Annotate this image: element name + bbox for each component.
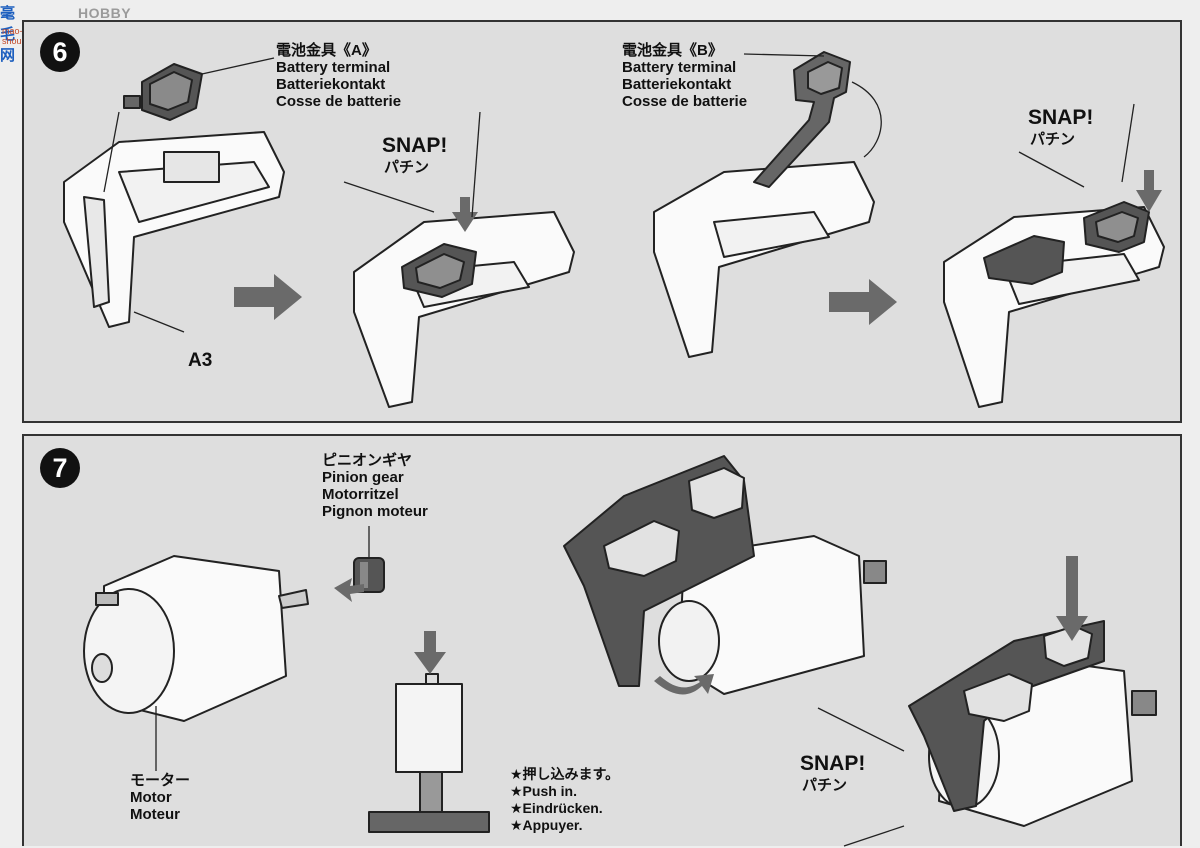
step-7-leader-lines — [155, 526, 905, 847]
step-7-illustration — [83, 455, 1157, 847]
step-6-arrows — [234, 170, 1162, 325]
chassis-step6-third-drawing — [653, 161, 875, 358]
pinion-en: Pinion gear — [322, 469, 404, 486]
push-in-diagram — [368, 673, 490, 833]
step-6-panel: 6 電池金具《A》 Battery terminal Batteriekonta… — [22, 20, 1182, 423]
snap-callout-3: SNAP! パチン — [800, 752, 865, 796]
motor-fr: Moteur — [130, 806, 180, 823]
motor-en: Motor — [130, 789, 172, 806]
motor-drawing — [83, 555, 309, 722]
chassis-step6-second-drawing — [353, 211, 575, 408]
terminal-b-fr: Cosse de batterie — [622, 93, 748, 110]
pinion-gear-label: ピニオンギヤ Pinion gear Motorritzel Pignon mo… — [322, 452, 428, 520]
snap-callout-1: SNAP! パチン — [382, 134, 447, 178]
snap-3-en: SNAP! — [800, 752, 866, 775]
snap-3-ja: パチン — [802, 777, 848, 794]
chassis-motor-assembly-drawing — [563, 455, 887, 695]
chassis-step6-fourth-drawing — [943, 201, 1165, 408]
step-7-panel: 7 ピニオンギヤ Pinion gear Motorritzel Pignon … — [22, 434, 1182, 847]
step-6-leader-lines — [103, 53, 1135, 333]
push-down-arrow — [414, 631, 446, 674]
press-arrow-1 — [452, 197, 478, 232]
push-en: ★Push in. — [510, 783, 577, 799]
battery-terminal-b-drawing — [753, 51, 851, 188]
chassis-a3-drawing — [63, 131, 285, 328]
motor-ja: モーター — [130, 772, 191, 789]
terminal-b-en: Battery terminal — [622, 59, 737, 76]
snap-callout-2: SNAP! パチン — [1028, 106, 1093, 150]
battery-terminal-a-drawing — [123, 63, 203, 121]
terminal-b-ja: 電池金具《B》 — [622, 42, 723, 59]
push-in-note: ★押し込みます。 ★Push in. ★Eindrücken. ★Appuyer… — [510, 766, 619, 834]
next-arrow-1 — [234, 274, 302, 320]
snap-1-ja: パチン — [384, 159, 430, 176]
pinion-ja: ピニオンギヤ — [322, 452, 413, 469]
push-ja: ★押し込みます。 — [510, 766, 620, 782]
step-6-illustration — [63, 51, 1165, 408]
step-7-number-badge: 7 — [40, 448, 80, 488]
terminal-a-fr: Cosse de batterie — [276, 93, 402, 110]
terminal-b-de: Batteriekontakt — [622, 76, 732, 93]
insert-arrow — [334, 578, 364, 602]
pinion-fr: Pignon moteur — [322, 503, 428, 520]
press-arrow-2 — [1136, 170, 1162, 212]
next-arrow-2 — [829, 279, 897, 325]
motor-label: モーター Motor Moteur — [130, 772, 190, 823]
part-label-a3: A3 — [188, 350, 213, 371]
rotate-arrow — [654, 674, 714, 695]
step-7-arrows — [334, 556, 1088, 695]
terminal-a-en: Battery terminal — [276, 59, 391, 76]
snap-1-en: SNAP! — [382, 134, 448, 157]
snap-2-ja: パチン — [1030, 131, 1076, 148]
terminal-a-de: Batteriekontakt — [276, 76, 386, 93]
step-6-number-badge: 6 — [40, 32, 80, 72]
final-assembly-drawing — [908, 620, 1157, 827]
push-de: ★Eindrücken. — [510, 800, 603, 816]
press-down-arrow — [1056, 556, 1088, 641]
push-fr: ★Appuyer. — [510, 817, 583, 833]
snap-2-en: SNAP! — [1028, 106, 1094, 129]
terminal-a-ja: 電池金具《A》 — [276, 42, 377, 59]
battery-terminal-b-label: 電池金具《B》 Battery terminal Batteriekontakt… — [622, 42, 747, 110]
pinion-de: Motorritzel — [322, 486, 399, 503]
watermark-logo: 毫毛网 — [0, 5, 17, 64]
watermark-subtext: mao-shou.com — [2, 26, 41, 46]
battery-terminal-a-label: 電池金具《A》 Battery terminal Batteriekontakt… — [276, 42, 401, 110]
